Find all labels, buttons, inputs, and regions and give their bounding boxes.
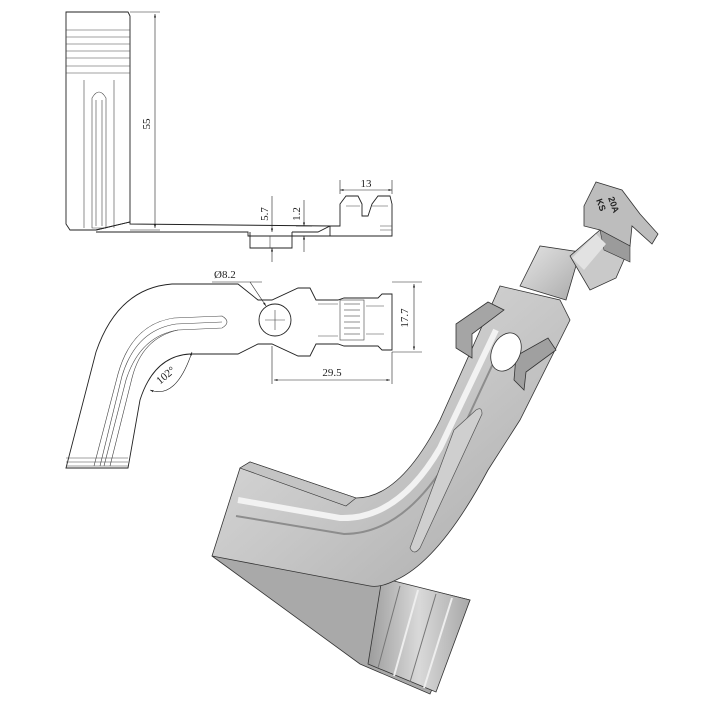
- dim-hole-diameter: Ø8.2: [214, 269, 236, 281]
- dim-length: 29.5: [322, 367, 342, 379]
- dim-crimp-height: 17.7: [399, 308, 411, 328]
- dim-width-top: 13: [361, 178, 373, 190]
- isometric-view: 20A KS: [211, 181, 659, 695]
- dim-height: 55: [141, 118, 153, 130]
- side-view: 55 13 5.7 1.2: [65, 11, 393, 262]
- top-view: Ø8.2 17.7 29.5 102°: [65, 269, 422, 469]
- dim-tab-height: 5.7: [259, 207, 271, 221]
- dim-thickness: 1.2: [291, 207, 303, 221]
- marking-line2: KS: [594, 197, 608, 212]
